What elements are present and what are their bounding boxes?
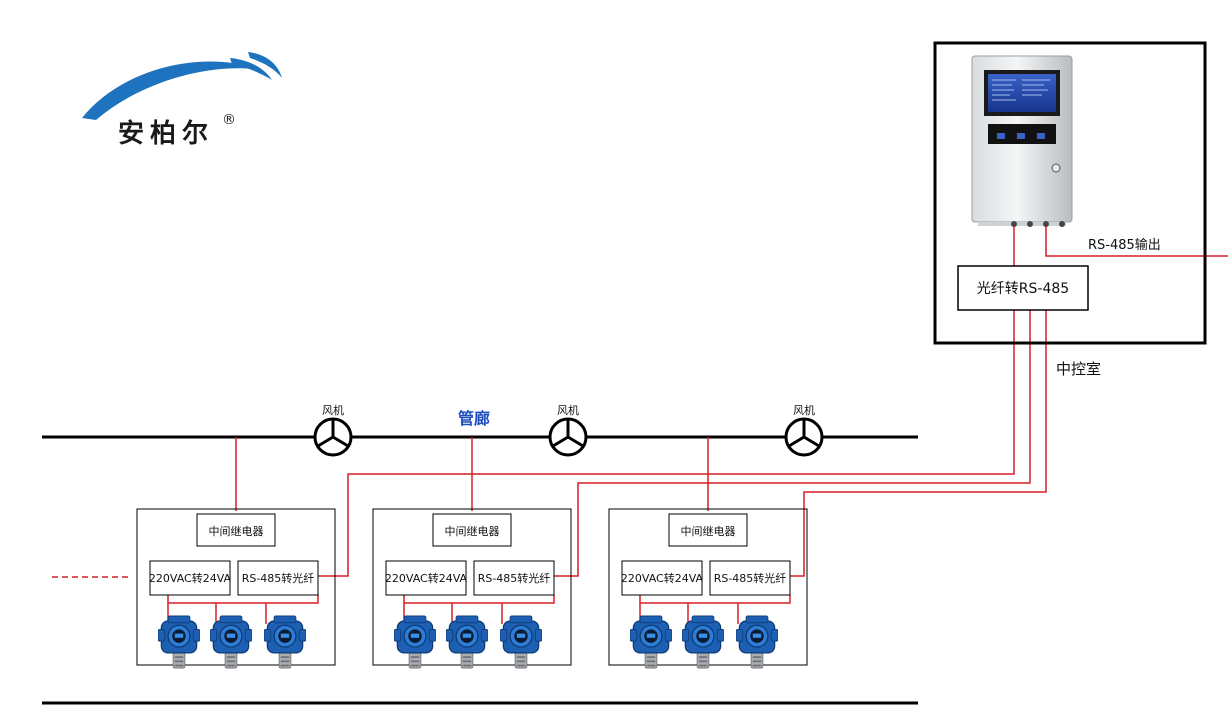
gas-detector bbox=[736, 615, 778, 669]
fan-label: 风机 bbox=[322, 403, 344, 417]
field-unit-2: 中间继电器 220VAC转24VA RS-485转光纤 bbox=[372, 508, 572, 669]
fan-1: 风机 bbox=[313, 403, 353, 457]
gas-detector bbox=[394, 615, 436, 669]
company-logo: 安柏尔 ® bbox=[82, 52, 282, 149]
relay-label: 中间继电器 bbox=[681, 525, 736, 538]
power-converter-label: 220VAC转24VA bbox=[385, 571, 468, 585]
signal-wiring bbox=[52, 222, 1228, 624]
relay-box bbox=[196, 513, 276, 547]
power-converter-box bbox=[149, 560, 231, 596]
fan-2: 风机 bbox=[548, 403, 588, 457]
field-unit-3: 中间继电器 220VAC转24VA RS-485转光纤 bbox=[608, 508, 808, 669]
fiber-converter-box bbox=[237, 560, 319, 596]
gas-detector bbox=[264, 615, 306, 669]
fiber-converter-box bbox=[473, 560, 555, 596]
field-unit-1: 中间继电器 220VAC转24VA RS-485转光纤 bbox=[136, 508, 336, 669]
control-room-label: 中控室 bbox=[1056, 360, 1101, 378]
relay-box bbox=[432, 513, 512, 547]
gas-detector bbox=[158, 615, 200, 669]
fiber-converter-label: RS-485转光纤 bbox=[714, 571, 787, 585]
power-converter-box bbox=[621, 560, 703, 596]
power-converter-box bbox=[385, 560, 467, 596]
control-room: 光纤转RS-485 RS-485输出 中控室 bbox=[933, 41, 1207, 378]
gas-detector bbox=[630, 615, 672, 669]
fiber-to-rs485-box bbox=[957, 265, 1089, 311]
fan-label: 风机 bbox=[557, 403, 579, 417]
relay-label: 中间继电器 bbox=[445, 525, 500, 538]
relay-box bbox=[668, 513, 748, 547]
fan-3: 风机 bbox=[784, 403, 824, 457]
gas-detector bbox=[682, 615, 724, 669]
rs485-output-label: RS-485输出 bbox=[1088, 237, 1161, 253]
fiber-converter-box bbox=[709, 560, 791, 596]
fiber-to-rs485-label: 光纤转RS-485 bbox=[977, 281, 1069, 297]
registered-mark: ® bbox=[222, 112, 236, 128]
alarm-controller bbox=[971, 55, 1073, 227]
gas-detector bbox=[446, 615, 488, 669]
logo-arc bbox=[82, 61, 262, 120]
fan-label: 风机 bbox=[793, 403, 815, 417]
power-converter-label: 220VAC转24VA bbox=[149, 571, 232, 585]
fiber-converter-label: RS-485转光纤 bbox=[478, 571, 551, 585]
gas-detector bbox=[500, 615, 542, 669]
gas-detector bbox=[210, 615, 252, 669]
logo-text: 安柏尔 bbox=[118, 118, 214, 149]
relay-label: 中间继电器 bbox=[209, 525, 264, 538]
power-converter-label: 220VAC转24VA bbox=[621, 571, 704, 585]
corridor-label: 管廊 bbox=[458, 409, 490, 428]
fiber-converter-label: RS-485转光纤 bbox=[242, 571, 315, 585]
